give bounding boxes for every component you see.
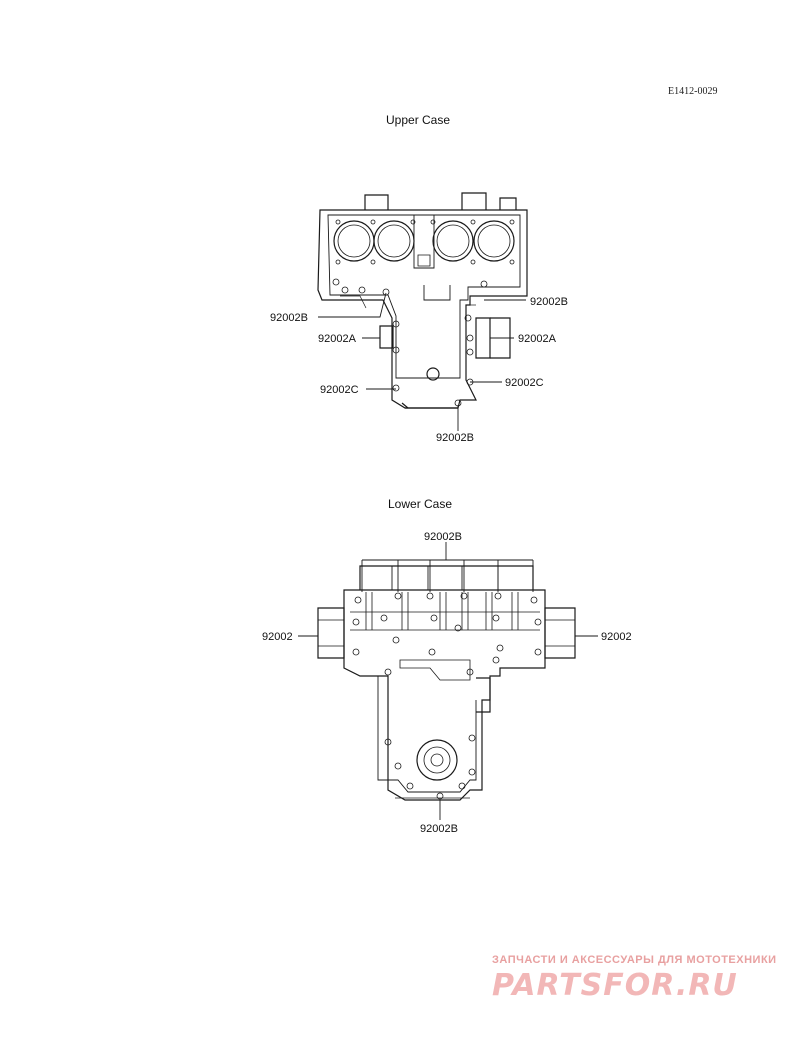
watermark-tagline: ЗАПЧАСТИ И АКСЕССУАРЫ ДЛЯ МОТОТЕХНИКИ (492, 954, 777, 966)
lower-case-drawing (317, 565, 576, 801)
watermark-logo: PARTSFOR.RU (492, 968, 738, 1003)
lower-leader-lines (298, 542, 598, 820)
upper-label-right-a: 92002A (518, 333, 557, 345)
upper-label-left-a: 92002A (318, 333, 357, 345)
lower-label-bottom-b: 92002B (420, 823, 458, 835)
lower-label-right: 92002 (601, 631, 632, 643)
upper-label-right-b: 92002B (530, 296, 568, 308)
lower-case-title: Lower Case (388, 497, 453, 511)
drawing-code: E1412-0029 (668, 86, 718, 97)
upper-case-title: Upper Case (386, 113, 451, 127)
lower-label-top-b: 92002B (424, 531, 462, 543)
upper-leader-lines (318, 292, 526, 431)
upper-label-right-c: 92002C (505, 377, 544, 389)
upper-case-drawing (317, 192, 528, 409)
upper-label-bottom-b: 92002B (436, 432, 474, 444)
upper-label-left-b: 92002B (270, 312, 308, 324)
lower-label-left: 92002 (262, 631, 293, 643)
upper-label-left-c: 92002C (320, 384, 359, 396)
